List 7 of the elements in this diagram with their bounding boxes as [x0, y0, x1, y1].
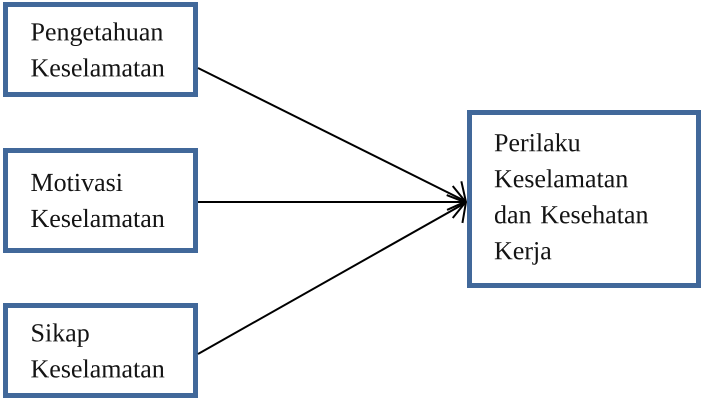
- text-box: Pengetahuan Keselamatan: [3, 2, 198, 97]
- arrow: [198, 185, 467, 219]
- text-box: Sikap Keselamatan: [3, 303, 198, 398]
- text-box: Motivasi Keselamatan: [3, 148, 198, 253]
- arrow: [198, 67, 467, 211]
- text-box: Perilaku Keselamatan dan Kesehatan Kerja: [467, 110, 701, 288]
- arrow: [198, 194, 467, 355]
